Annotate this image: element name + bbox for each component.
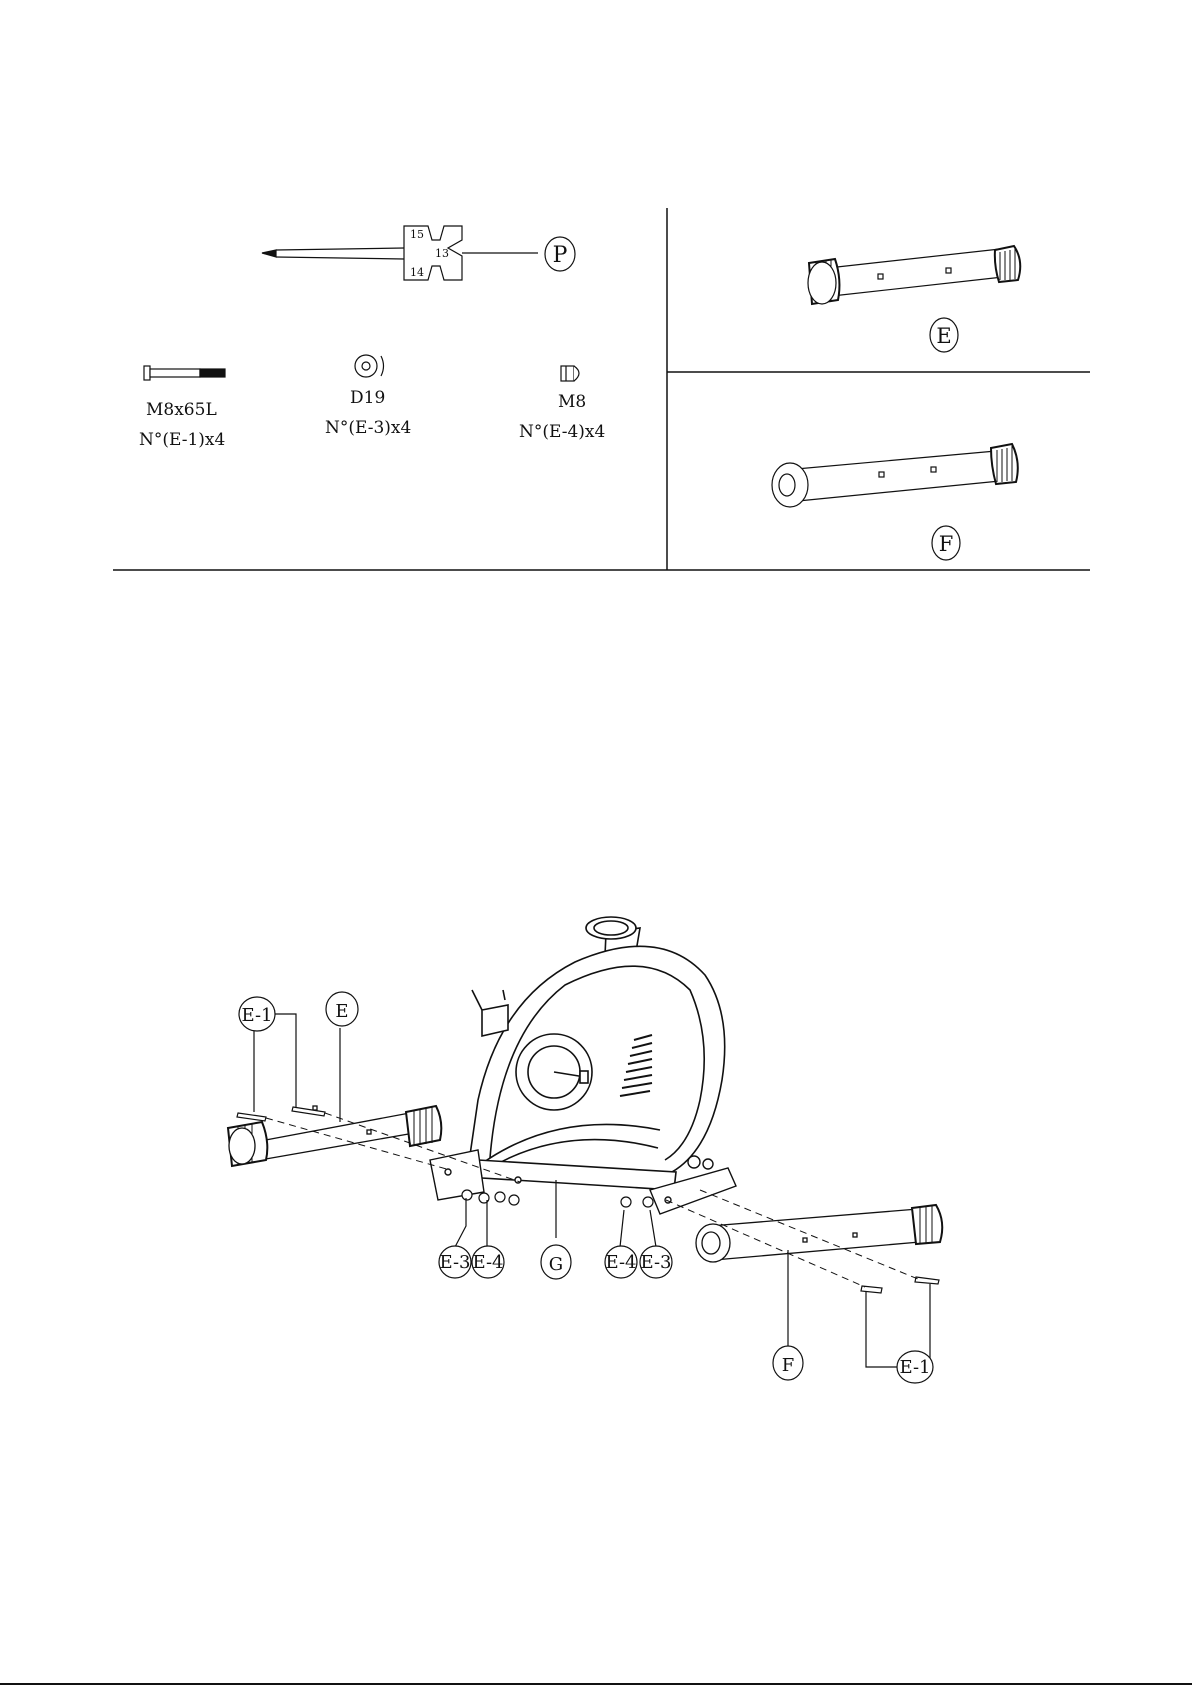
callout-bolt-left: E-1 — [239, 997, 275, 1031]
callout-nut-right: E-4 — [605, 1246, 637, 1278]
rear-stabilizer-icon — [772, 444, 1018, 507]
bike-frame-illustration — [470, 917, 725, 1190]
callout-washer-right: E-3 — [640, 1246, 672, 1278]
panel-dividers — [113, 208, 1090, 570]
bolt-qty-label: N°(E-1)x4 — [139, 430, 225, 450]
tool-callout-label: P — [553, 243, 568, 268]
bolt-m8x65l-icon — [144, 366, 225, 380]
callout-stabilizer-rear: F — [773, 1346, 803, 1380]
combination-tool-icon: 15 13 14 — [262, 226, 538, 280]
washer-size-label: D19 — [350, 388, 385, 408]
callout-stabilizer-front-label: E — [335, 1001, 348, 1022]
callout-washer-left: E-3 — [439, 1246, 471, 1278]
assembly-washers-nuts — [462, 1190, 653, 1207]
front-stabilizer-callout: E — [930, 318, 958, 352]
callout-nut-left-label: E-4 — [472, 1252, 503, 1273]
nut-qty-label: N°(E-4)x4 — [519, 422, 605, 442]
washer-d19-icon — [355, 355, 384, 377]
callout-stabilizer-front: E — [326, 992, 358, 1026]
nut-m8-icon — [561, 366, 579, 381]
front-stabilizer-icon — [808, 246, 1020, 304]
callout-washer-right-label: E-3 — [640, 1252, 671, 1273]
tool-size-14: 14 — [410, 266, 424, 279]
callout-nut-right-label: E-4 — [605, 1252, 636, 1273]
callout-nut-left: E-4 — [472, 1246, 504, 1278]
rear-stabilizer-callout-label: F — [939, 532, 954, 556]
callout-stabilizer-rear-label: F — [782, 1355, 795, 1376]
nut-size-label: M8 — [558, 392, 586, 412]
tool-size-15: 15 — [410, 228, 424, 241]
tool-callout: P — [545, 237, 575, 271]
callout-frame-label: G — [549, 1254, 563, 1275]
washer-qty-label: N°(E-3)x4 — [325, 418, 411, 438]
rear-stabilizer-callout: F — [932, 526, 960, 560]
tool-size-13: 13 — [435, 247, 449, 260]
callout-bolt-right: E-1 — [897, 1351, 933, 1383]
bolt-size-label: M8x65L — [146, 400, 217, 420]
callout-frame: G — [541, 1245, 571, 1279]
front-stabilizer-callout-label: E — [936, 324, 951, 348]
assembly-rear-stabilizer — [696, 1205, 942, 1262]
callout-washer-left-label: E-3 — [439, 1252, 470, 1273]
callout-bolt-right-label: E-1 — [899, 1357, 930, 1378]
callout-bolt-left-label: E-1 — [241, 1005, 272, 1026]
assembly-front-stabilizer — [228, 1106, 441, 1166]
